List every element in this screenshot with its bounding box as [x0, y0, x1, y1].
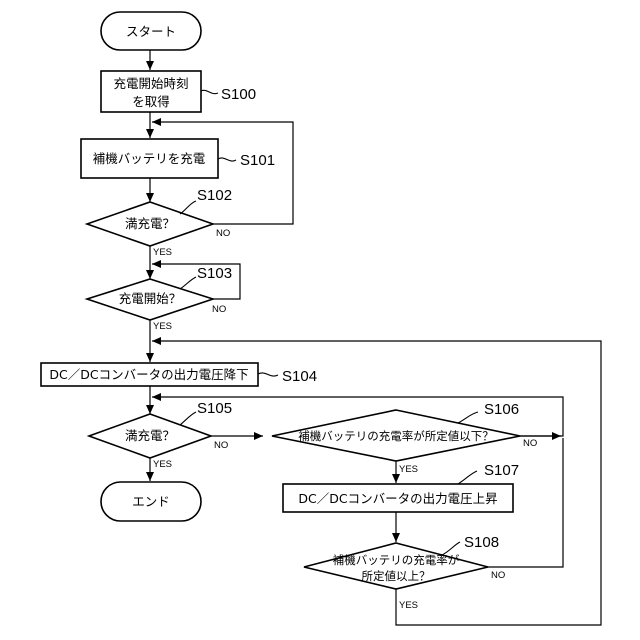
s104-label: DC／DCコンバータの出力電圧降下 [49, 367, 248, 382]
s108-node: 補機バッテリの充電率が 所定値以上？ [304, 543, 488, 589]
s105-step: S105 [197, 400, 232, 417]
s103-leader [180, 277, 196, 289]
s100-label-line2: を取得 [132, 94, 170, 109]
s107-leader [458, 471, 477, 484]
s103-node: 充電開始？ [87, 279, 213, 320]
s104-node: DC／DCコンバータの出力電圧降下 [41, 363, 258, 386]
s105-leader [180, 412, 196, 425]
end-label: エンド [132, 494, 170, 509]
s100-label-line1: 充電開始時刻 [113, 76, 188, 91]
start-node: スタート [101, 12, 201, 50]
s106-step: S106 [484, 401, 519, 418]
s103-step: S103 [197, 265, 232, 282]
s102-leader [180, 201, 196, 214]
s107-label: DC／DCコンバータの出力電圧上昇 [298, 491, 497, 506]
s101-node: 補機バッテリを充電 [81, 139, 218, 178]
s102-label: 満充電？ [125, 216, 175, 231]
s107-step: S107 [484, 462, 519, 479]
s108-label-line2: 所定値以上？ [362, 569, 431, 583]
s103-no-label: NO [212, 304, 226, 315]
s104-step: S104 [282, 368, 317, 385]
s106-label: 補機バッテリの充電率が所定値以下？ [298, 429, 494, 443]
s108-no-label: NO [491, 570, 505, 581]
s101-step: S101 [240, 152, 275, 169]
s105-node: 満充電？ [89, 414, 211, 458]
edges [150, 50, 601, 625]
s100-step: S100 [221, 86, 256, 103]
s106-yes-label: YES [399, 464, 418, 475]
s105-label: 満充電？ [125, 428, 175, 443]
s105-no-label: NO [214, 440, 228, 451]
s108-label-line1: 補機バッテリの充電率が [333, 553, 460, 567]
s108-yes-label: YES [399, 600, 418, 611]
end-node: エンド [101, 482, 201, 521]
s101-label: 補機バッテリを充電 [93, 151, 206, 166]
s108-step: S108 [464, 534, 499, 551]
s100-leader [201, 90, 218, 93]
s102-yes-label: YES [153, 247, 172, 258]
s104-leader [258, 373, 278, 376]
s106-no-label: NO [523, 438, 537, 449]
s105-yes-label: YES [153, 459, 172, 470]
s102-node: 満充電？ [87, 202, 213, 246]
s100-node: 充電開始時刻 を取得 [101, 71, 201, 112]
start-label: スタート [126, 24, 176, 39]
s102-no-label: NO [216, 228, 230, 239]
s107-node: DC／DCコンバータの出力電圧上昇 [283, 484, 513, 512]
s102-step: S102 [197, 187, 232, 204]
s103-label: 充電開始？ [119, 291, 182, 306]
s101-leader [218, 158, 236, 161]
s106-node: 補機バッテリの充電率が所定値以下？ [272, 410, 520, 461]
s106-leader [458, 412, 478, 423]
s103-yes-label: YES [153, 321, 172, 332]
